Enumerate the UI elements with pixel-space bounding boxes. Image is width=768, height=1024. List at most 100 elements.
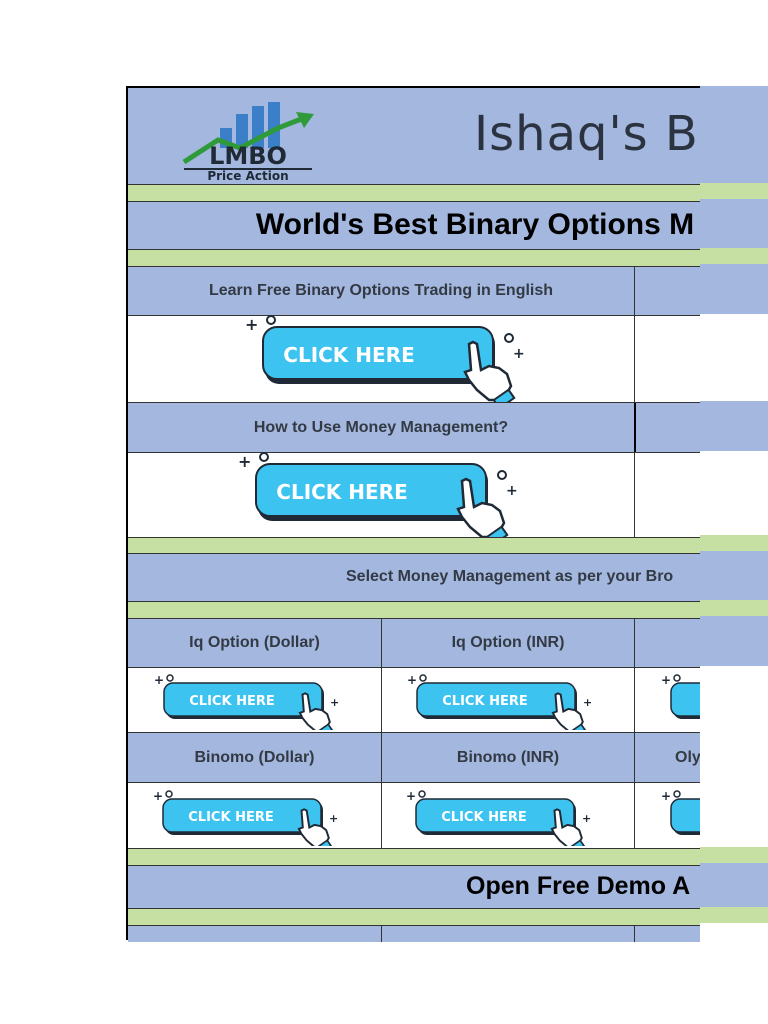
ext-band <box>698 551 768 600</box>
svg-text:+: + <box>406 789 416 803</box>
money-label: How to Use Money Management? <box>253 418 509 436</box>
ext-band <box>698 600 768 616</box>
spacer-band <box>128 250 700 266</box>
cell <box>634 316 700 402</box>
logo-sub-text: Price Action <box>207 169 288 182</box>
cell <box>634 453 700 537</box>
svg-text:+: + <box>329 812 338 825</box>
page-title: Ishaq's B <box>474 106 699 162</box>
cell: + CLICK HERE + <box>128 452 634 539</box>
button-label: CLICK HERE <box>276 480 407 504</box>
svg-text:+: + <box>583 696 592 709</box>
spacer-band <box>128 849 700 865</box>
money-click-button[interactable]: + CLICK HERE + <box>224 447 524 539</box>
ext-band <box>698 264 768 314</box>
hand-pointer-icon <box>297 807 332 846</box>
button-label: CLICK HERE <box>442 694 527 709</box>
ext-band <box>698 907 768 923</box>
svg-text:+: + <box>245 315 258 334</box>
money-button-row: + CLICK HERE + <box>128 452 700 539</box>
svg-text:+: + <box>154 673 164 687</box>
cell <box>128 926 381 942</box>
cell: + <box>634 668 700 732</box>
ext-band <box>698 616 768 666</box>
broker-label: Binomo (Dollar) <box>194 748 315 766</box>
broker-header-row-2: Binomo (Dollar) Binomo (INR) Oly <box>128 733 700 783</box>
svg-text:+: + <box>506 483 518 499</box>
ext-band <box>698 86 768 183</box>
binomo-dollar-click-button[interactable]: + CLICK HERE + <box>151 786 351 846</box>
cell <box>381 926 634 942</box>
broker-label: Iq Option (Dollar) <box>189 634 320 651</box>
spacer-band <box>128 909 700 925</box>
header-band: LMBO Price Action Ishaq's B <box>128 88 700 185</box>
cell: + CLICK HERE + <box>128 783 381 848</box>
select-band: Select Money Management as per your Bro <box>128 553 700 602</box>
svg-text:+: + <box>582 812 591 825</box>
last-row <box>128 925 700 942</box>
spreadsheet: LMBO Price Action Ishaq's B World's Best… <box>126 86 700 942</box>
iq-inr-click-button[interactable]: + CLICK HERE + <box>405 670 605 730</box>
svg-text:+: + <box>661 789 671 803</box>
ext-band <box>698 248 768 264</box>
spacer-band <box>128 602 700 618</box>
iq-dollar-click-button[interactable]: + CLICK HERE + <box>152 670 352 730</box>
spacer-band <box>128 185 700 201</box>
hand-pointer-icon <box>551 692 587 730</box>
svg-text:+: + <box>661 673 671 687</box>
ext-band <box>698 401 768 451</box>
learn-click-button[interactable]: + CLICK HERE + <box>231 310 531 402</box>
click-here-button-icon: + CLICK HERE + <box>407 673 592 730</box>
button-label: CLICK HERE <box>441 810 526 825</box>
cell <box>634 403 700 452</box>
ext-band <box>698 199 768 248</box>
cell: + <box>634 783 700 848</box>
logo: LMBO Price Action <box>178 96 318 183</box>
broker-button-row-2: + CLICK HERE + + <box>128 783 700 849</box>
hand-pointer-icon <box>456 477 509 539</box>
spacer-band <box>128 537 700 553</box>
ext-band <box>698 535 768 551</box>
demo-label: Open Free Demo A <box>466 872 691 900</box>
third-broker-click-button[interactable]: + <box>659 670 700 730</box>
hand-pointer-icon <box>550 807 586 846</box>
ext-band <box>698 847 768 863</box>
subtitle-band: World's Best Binary Options M <box>128 201 700 250</box>
broker-label: Binomo (INR) <box>381 733 634 782</box>
broker-header-row-1: Iq Option (Dollar) Iq Option (INR) <box>128 618 700 668</box>
select-label: Select Money Management as per your Bro <box>346 568 674 585</box>
click-here-button-icon: + CLICK HERE + <box>245 315 525 402</box>
cell <box>634 267 700 315</box>
olymp-click-button[interactable]: + <box>659 786 700 846</box>
click-here-button-partial-icon: + <box>661 789 700 835</box>
button-label: CLICK HERE <box>283 343 414 367</box>
cell <box>634 619 700 667</box>
hand-pointer-icon <box>463 340 516 402</box>
broker-label: Oly <box>634 733 700 782</box>
click-here-button-icon: + CLICK HERE + <box>153 789 338 846</box>
binomo-inr-click-button[interactable]: + CLICK HERE + <box>404 786 604 846</box>
learn-header-row: Learn Free Binary Options Trading in Eng… <box>128 266 700 316</box>
learn-label: Learn Free Binary Options Trading in Eng… <box>208 282 554 299</box>
cell <box>634 926 700 942</box>
logo-main-text: LMBO <box>209 142 287 170</box>
svg-text:+: + <box>330 696 339 709</box>
click-here-button-partial-icon: + <box>661 673 700 719</box>
cell: + CLICK HERE + <box>381 783 634 848</box>
money-header-row: How to Use Money Management? <box>128 403 700 453</box>
click-here-button-icon: + CLICK HERE + <box>406 789 591 846</box>
svg-text:+: + <box>407 673 417 687</box>
subtitle: World's Best Binary Options M <box>255 208 695 241</box>
broker-label: Iq Option (INR) <box>381 619 634 667</box>
svg-text:+: + <box>153 789 163 803</box>
ext-band <box>698 863 768 907</box>
broker-button-row-1: + CLICK HERE + + <box>128 668 700 733</box>
demo-band: Open Free Demo A <box>128 865 700 909</box>
svg-text:+: + <box>513 346 525 362</box>
learn-button-row: + CLICK HERE + <box>128 315 700 403</box>
click-here-button-icon: + CLICK HERE + <box>154 673 339 730</box>
cell: + CLICK HERE + <box>128 668 381 732</box>
click-here-button-icon: + CLICK HERE + <box>238 452 518 539</box>
chart-arrow-logo-icon: LMBO Price Action <box>182 102 314 183</box>
hand-pointer-icon <box>298 692 333 730</box>
